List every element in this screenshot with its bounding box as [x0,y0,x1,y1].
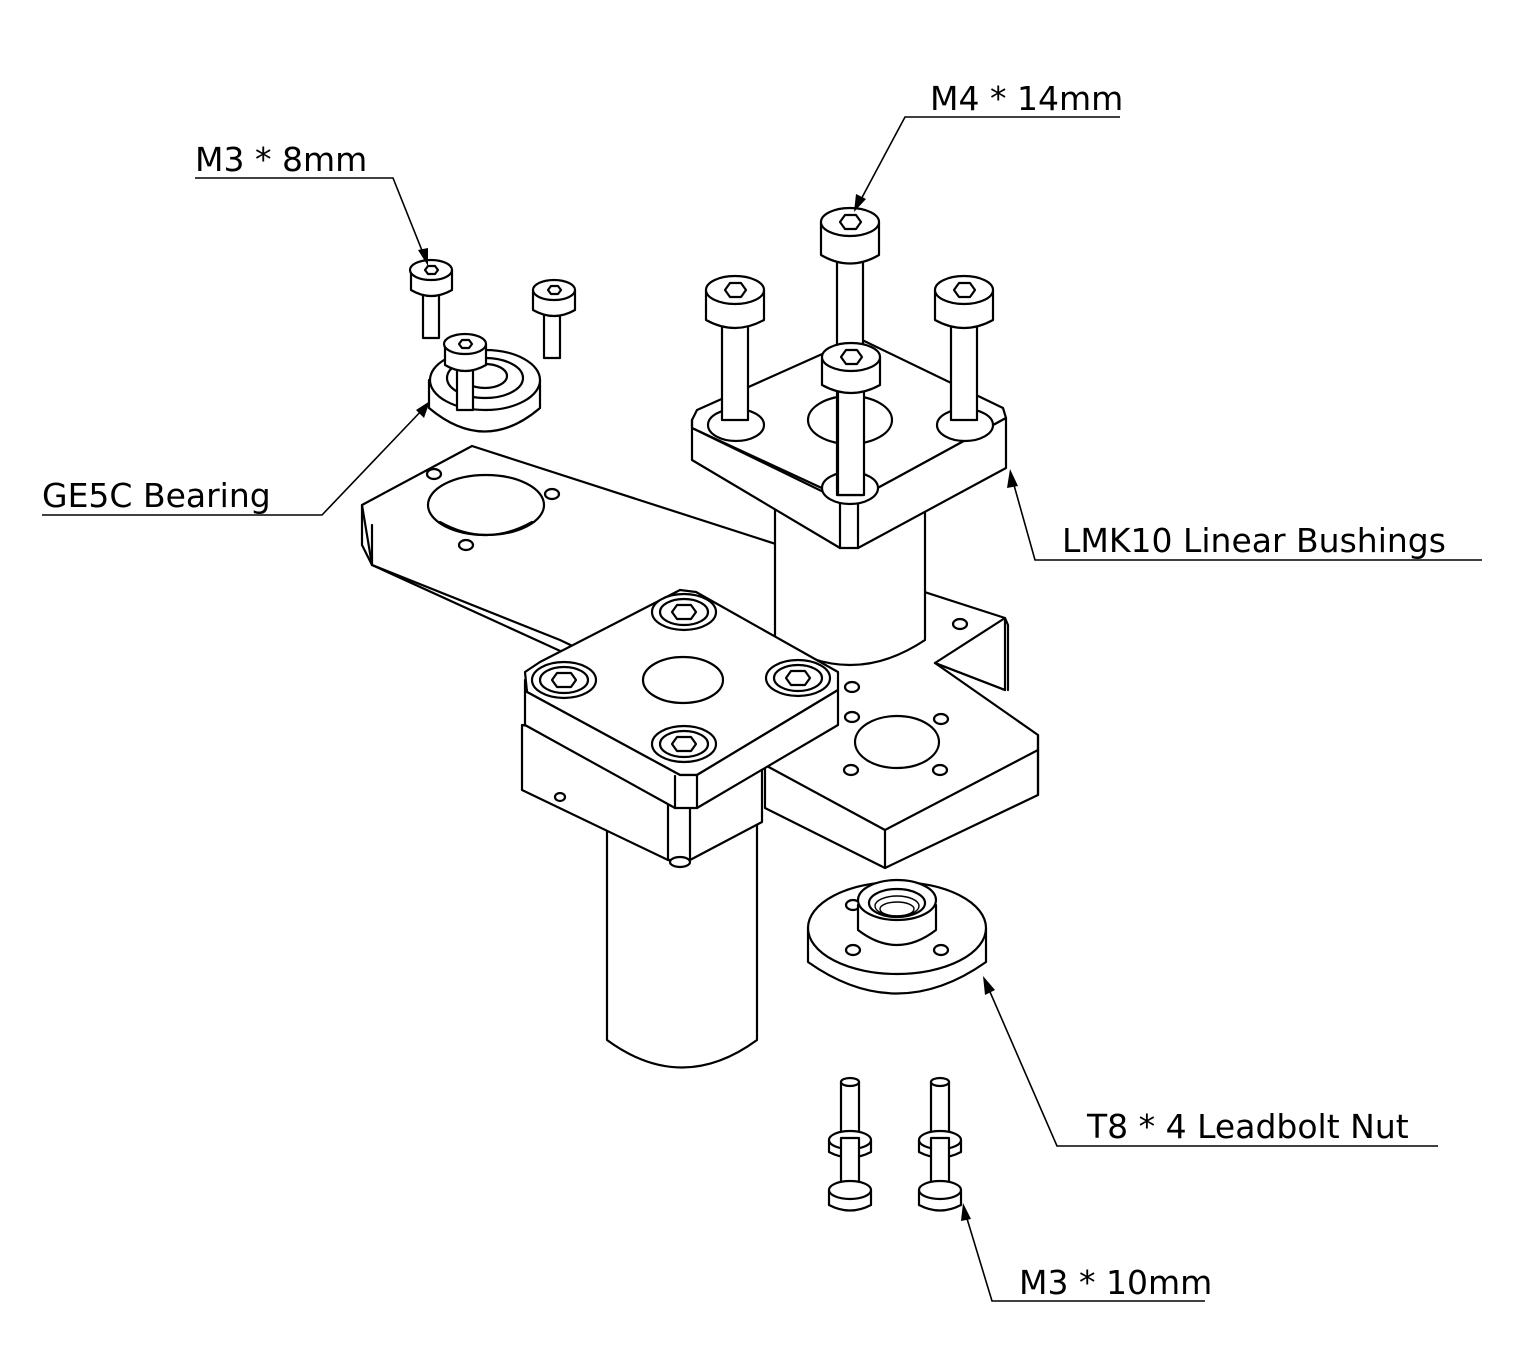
callout-lmk10-bushings: LMK10 Linear Bushings [1062,521,1446,560]
callout-ge5c-bearing: GE5C Bearing [42,476,271,515]
lmk10-flange-lower [520,588,840,869]
callout-m3-10mm: M3 * 10mm [1019,1263,1212,1302]
t8-leadbolt-nut [806,878,988,995]
callout-m4-14mm: M4 * 14mm [930,79,1123,118]
m3-10mm-screws [827,1076,963,1212]
flange-bolt-heads [530,592,832,764]
callout-leaders [42,116,1482,1302]
m3-8mm-screws [408,258,577,412]
m4-bolts-upper [704,206,995,497]
callout-m3-8mm: M3 * 8mm [195,140,367,179]
callout-t8-leadbolt-nut: T8 * 4 Leadbolt Nut [1086,1107,1409,1146]
lower-bushing-body [605,788,759,1069]
